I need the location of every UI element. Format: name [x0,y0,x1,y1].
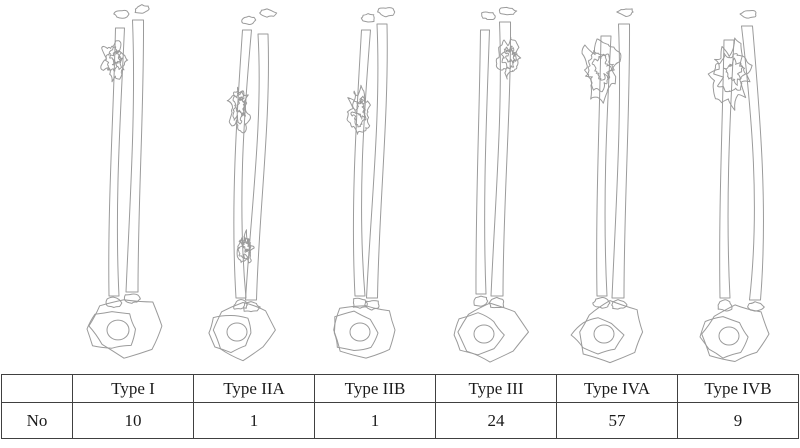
hand-inner-outline [86,311,136,349]
epiphysis-fragment [498,6,518,16]
epiphysis-fragment [481,11,496,21]
tumor-scribble [585,50,615,93]
tumor-scribble [226,86,251,134]
hand-outline [579,300,644,364]
bone-drawing-type-iia [208,8,278,362]
hand-inner-outline [699,316,749,359]
tumor-scribble [591,53,613,81]
hand-outline [212,302,276,362]
tumor-scribble [242,238,252,253]
column-header: Type IVB [677,374,799,403]
hand-outline [457,302,529,363]
bone-illustrations [72,0,798,374]
tumor-scribble [236,229,255,264]
panel-type-iii [435,0,556,374]
row-header: No [1,402,73,439]
column-header: Type IIA [193,374,315,403]
panel-type-ivb [677,0,798,374]
epiphysis-fragment [739,10,757,19]
value-cell: 9 [677,402,799,439]
tumor-scribble [232,90,248,125]
carpal-circle [593,324,615,344]
tumor-scribble [500,45,518,70]
value-cell: 1 [193,402,315,439]
carpal-bone [611,299,628,310]
corner-cell [1,374,73,403]
value-cell: 1 [314,402,436,439]
carpal-bone [473,295,489,307]
value-cell: 24 [435,402,557,439]
column-header: Type IIB [314,374,436,403]
carpal-circle [106,319,130,341]
column-header: Type I [72,374,194,403]
radius-outline [245,33,269,301]
column-header: Type IVA [556,374,678,403]
classification-table: Type I Type IIA Type IIB Type III Type I… [1,374,799,439]
bone-drawing-type-i [86,4,163,359]
epiphysis-fragment [113,9,130,19]
tumor-scribble [495,37,522,80]
tumor-scribble [237,236,252,260]
hand-outline [88,299,163,359]
hand-inner-outline [333,310,379,351]
carpal-circle [718,326,740,346]
carpal-bone [747,301,765,312]
tumor-scribble [346,84,371,135]
value-cell: 57 [556,402,678,439]
bone-drawing-type-iva [570,8,644,364]
hand-inner-outline [453,312,505,356]
radius-outline [125,19,145,293]
tumor-scribble [235,96,246,117]
carpal-bone [592,296,611,309]
tumor-scribble [355,98,366,120]
epiphysis-fragment [616,8,634,17]
epiphysis-fragment [241,15,257,26]
ulna-outline [475,29,490,295]
carpal-circle [473,324,495,344]
panel-type-iia [193,0,314,374]
tumor-scribble [581,38,622,104]
tumor-scribble [504,47,518,64]
hand-inner-outline [208,314,252,354]
radius-outline [611,23,631,299]
hand-inner-outline [570,317,625,355]
carpal-bone [105,296,123,308]
value-cell: 10 [72,402,194,439]
carpal-bone [488,296,505,309]
tumor-scribble [109,50,123,67]
ulna-outline [596,35,612,297]
carpal-bone [123,293,141,304]
hand-outline [333,305,396,359]
column-header: Type III [435,374,557,403]
panel-type-iva [556,0,677,374]
carpal-bone [233,299,248,310]
epiphysis-fragment [259,8,278,18]
radius-outline [490,21,512,297]
ulna-outline [719,39,735,299]
epiphysis-fragment [360,13,375,23]
bone-drawing-type-ivb [699,10,770,362]
tumor-scribble [713,52,747,93]
panel-type-iib [314,0,435,374]
tumor-scribble [723,57,744,86]
header-row: Type I Type IIA Type IIB Type III Type I… [1,374,799,403]
tumor-scribble [707,37,753,111]
ulna-outline [352,29,371,297]
value-row: No 10 1 1 24 57 9 [1,402,799,439]
carpal-bone [352,297,368,309]
bone-drawing-type-iii [453,6,529,363]
hand-outline [701,304,770,362]
radius-outline [366,23,388,299]
ulna-outline [108,27,125,297]
carpal-bone [243,301,261,313]
epiphysis-fragment [134,4,150,14]
carpal-bone [717,299,733,312]
radius-outline [741,25,765,301]
carpal-circle [349,322,371,342]
tumor-scribble [350,95,367,128]
carpal-circle [226,322,248,342]
panel-type-i [72,0,193,374]
epiphysis-fragment [377,7,396,18]
bone-drawing-type-iib [333,7,396,359]
